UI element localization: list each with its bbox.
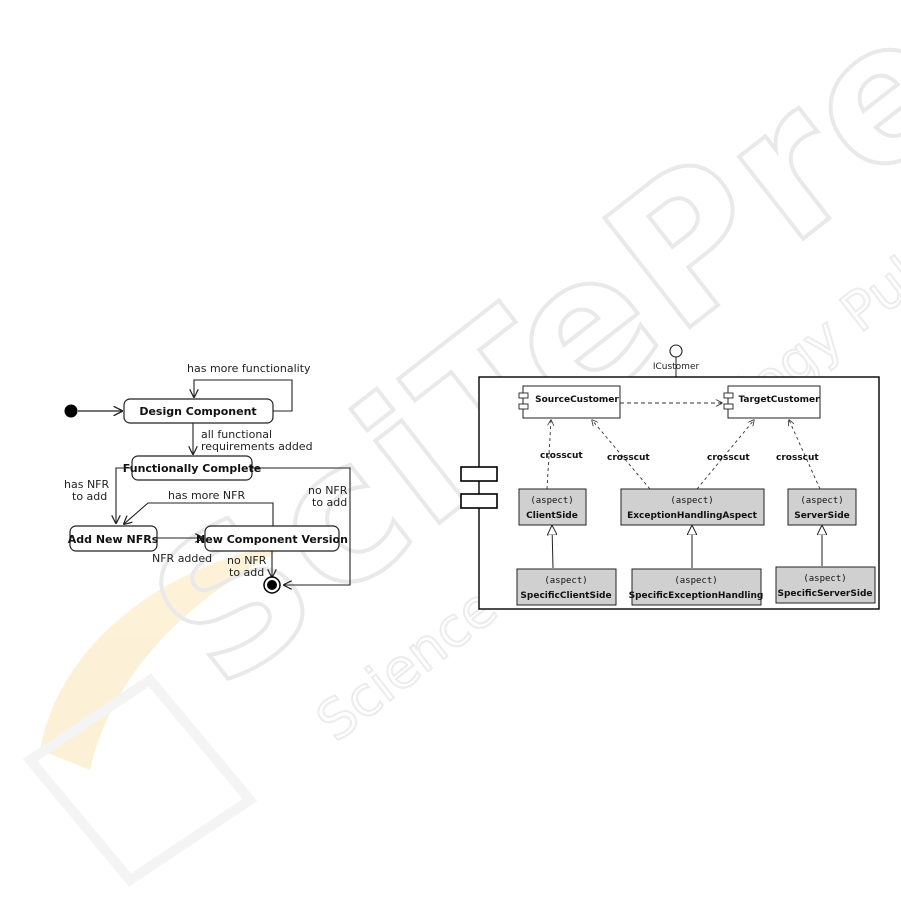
interface-label: ICustomer bbox=[653, 362, 700, 372]
label-has-nfr-2: to add bbox=[72, 490, 107, 503]
component-diagram: ICustomer SourceCustomer TargetCustomer … bbox=[460, 344, 880, 610]
transition-has-nfr bbox=[116, 467, 132, 523]
state-new-component-version-label: New Component Version bbox=[196, 533, 348, 546]
component-target-customer-label: TargetCustomer bbox=[738, 395, 820, 405]
component-source-customer-label: SourceCustomer bbox=[535, 395, 619, 405]
transition-has-more-nfr bbox=[124, 502, 274, 526]
aspect-exception-handling bbox=[620, 488, 765, 526]
aspect-specific-client-side-label: SpecificClientSide bbox=[520, 591, 611, 601]
label-has-nfr-1: has NFR bbox=[64, 478, 109, 491]
aspect-specific-exception-handling-label: SpecificExceptionHandling bbox=[629, 591, 764, 601]
crosscut-label: crosscut bbox=[707, 453, 750, 463]
aspect-specific-server-side-label: SpecificServerSide bbox=[777, 589, 872, 599]
label-nfr-added: NFR added bbox=[152, 552, 212, 565]
watermark-page-icon bbox=[22, 673, 258, 887]
aspect-stereotype: (aspect) bbox=[670, 496, 713, 506]
initial-node bbox=[64, 404, 78, 418]
aspect-client-side bbox=[518, 488, 587, 526]
state-functionally-complete-label: Functionally Complete bbox=[123, 462, 261, 475]
final-node-inner bbox=[267, 580, 277, 590]
aspect-stereotype: (aspect) bbox=[544, 576, 587, 586]
crosscut-label: crosscut bbox=[540, 451, 583, 461]
aspect-specific-exception-handling bbox=[631, 568, 762, 606]
component-target-customer bbox=[727, 385, 821, 419]
component-icon bbox=[723, 403, 734, 410]
generalization-client bbox=[552, 526, 553, 569]
crosscut-label: crosscut bbox=[607, 453, 650, 463]
component-icon bbox=[723, 392, 734, 399]
aspect-exception-handling-label: ExceptionHandlingAspect bbox=[627, 511, 757, 521]
aspect-specific-server-side bbox=[775, 566, 876, 604]
state-add-new-nfrs-label: Add New NFRs bbox=[68, 533, 159, 546]
crosscut-server bbox=[789, 420, 821, 490]
outer-component-port-bottom bbox=[460, 493, 498, 509]
state-design-component-label: Design Component bbox=[139, 405, 256, 418]
aspect-server-side-label: ServerSide bbox=[794, 511, 850, 521]
component-icon bbox=[518, 403, 529, 410]
label-all-functional-1: all functional bbox=[201, 428, 272, 441]
component-icon bbox=[518, 392, 529, 399]
transition-no-nfr-right bbox=[252, 467, 351, 585]
aspect-stereotype: (aspect) bbox=[674, 576, 717, 586]
outer-component-port-top bbox=[460, 466, 498, 482]
aspect-client-side-label: ClientSide bbox=[526, 511, 578, 521]
label-all-functional-2: requirements added bbox=[201, 440, 313, 453]
state-diagram: Design Component has more functionality … bbox=[64, 362, 351, 594]
aspect-stereotype: (aspect) bbox=[803, 574, 846, 584]
label-has-more-nfr: has more NFR bbox=[168, 489, 245, 502]
component-source-customer bbox=[522, 385, 621, 419]
aspect-server-side bbox=[787, 488, 857, 526]
aspect-stereotype: (aspect) bbox=[800, 496, 843, 506]
label-no-nfr-bottom-1: no NFR bbox=[227, 554, 267, 567]
transition-more-functionality bbox=[194, 379, 293, 412]
crosscut-exception-target bbox=[696, 420, 754, 490]
interface-icon bbox=[669, 344, 683, 358]
label-no-nfr-bottom-2: to add bbox=[229, 566, 264, 579]
label-no-nfr-right-2: to add bbox=[312, 496, 347, 509]
label-no-nfr-right-1: no NFR bbox=[308, 484, 348, 497]
aspect-stereotype: (aspect) bbox=[530, 496, 573, 506]
label-more-functionality: has more functionality bbox=[187, 362, 311, 375]
aspect-specific-client-side bbox=[516, 568, 617, 606]
crosscut-label: crosscut bbox=[776, 453, 819, 463]
